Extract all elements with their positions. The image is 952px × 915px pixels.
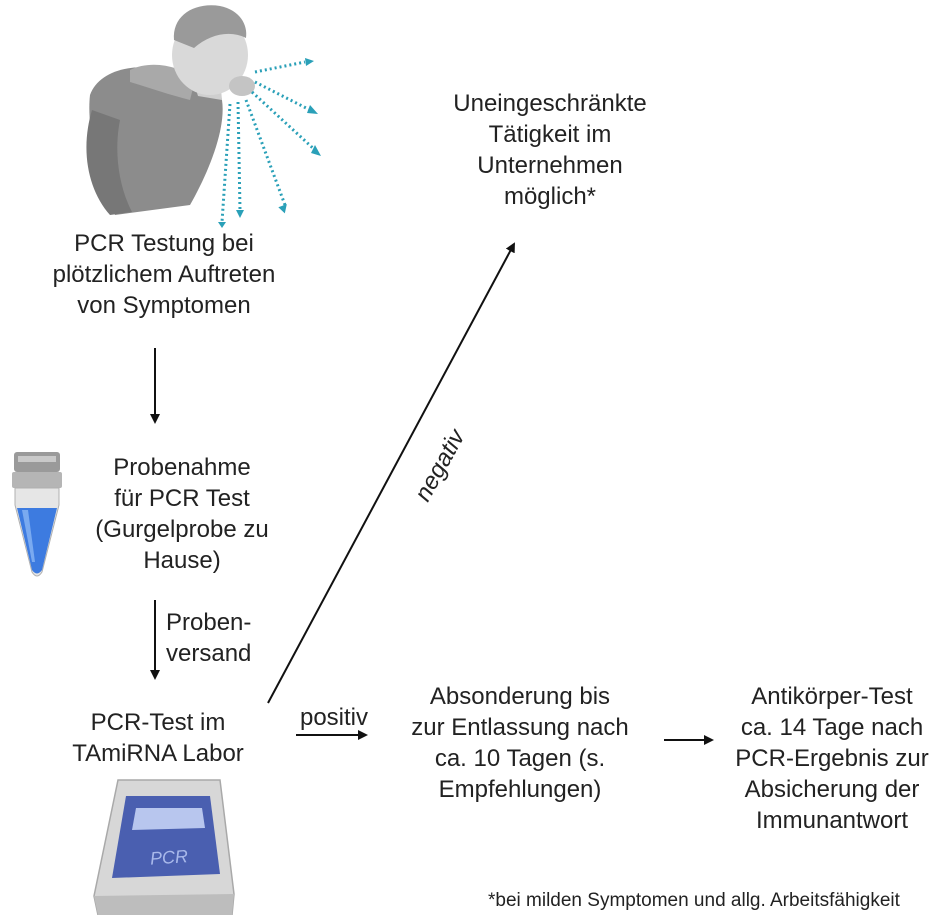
node-unrestricted: Uneingeschränkte Tätigkeit im Unternehme… bbox=[453, 90, 647, 210]
node-sampling: Probenahme für PCR Test (Gurgelprobe zu … bbox=[95, 454, 269, 574]
node-antibody: Antikörper-Test ca. 14 Tage nach PCR-Erg… bbox=[735, 683, 929, 834]
pcr-machine-icon: PCR bbox=[93, 779, 235, 915]
footnote: *bei milden Symptomen und allg. Arbeitsf… bbox=[488, 890, 900, 911]
node-symptoms: PCR Testung bei plötzlichem Auftreten vo… bbox=[52, 230, 276, 319]
node-isolation: Absonderung bis zur Entlassung nach ca. … bbox=[411, 683, 629, 803]
coughing-person-icon bbox=[86, 5, 321, 228]
pcr-device-label: PCR bbox=[149, 846, 188, 869]
sample-tube-icon bbox=[12, 452, 62, 577]
label-positive: positiv bbox=[299, 704, 369, 731]
arrow-negative bbox=[267, 242, 515, 704]
node-pcr-lab: PCR-Test im TAmiRNA Labor bbox=[72, 709, 244, 767]
label-shipping: Proben- versand bbox=[166, 609, 252, 667]
